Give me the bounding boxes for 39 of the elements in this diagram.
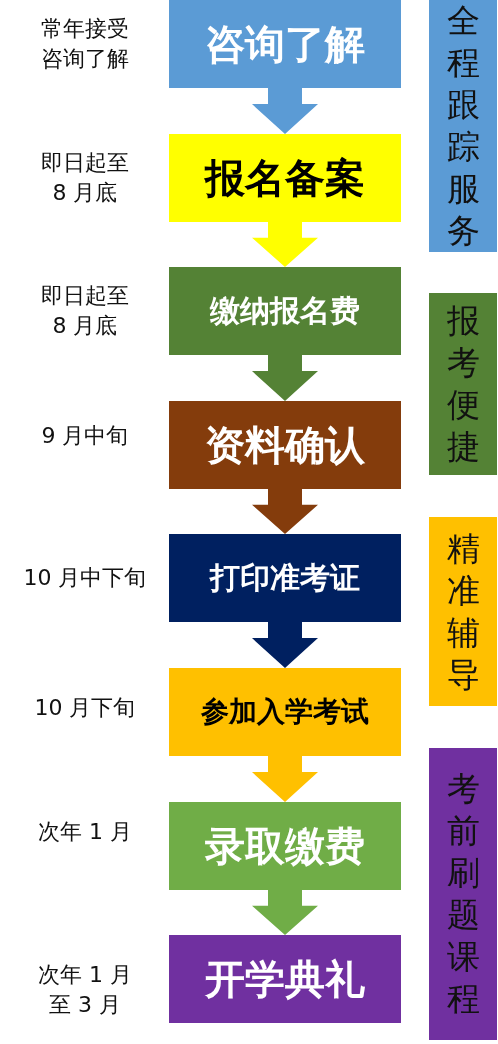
step-box [169,401,401,489]
down-arrow [252,622,318,668]
step-label: 开学典礼 [205,954,365,1004]
step-box [169,0,401,88]
step-label: 打印准考证 [210,558,360,597]
vertical-label: 报考便捷 [445,300,481,468]
vertical-label: 全程跟踪服务 [445,0,481,252]
down-arrow [252,355,318,401]
down-arrow [252,222,318,267]
date-text: 常年接受咨询了解 [40,15,130,73]
date-text: 次年 1 月 [37,818,133,846]
date-text: 即日起至8 月底 [40,149,130,207]
side-band [429,517,497,706]
date-text: 9 月中旬 [40,422,130,450]
step-box [169,802,401,890]
down-arrow [252,88,318,134]
side-band [429,293,497,475]
step-label: 录取缴费 [205,821,365,871]
date-text: 即日起至8 月底 [40,282,130,340]
date-text: 10 月中下旬 [22,564,148,592]
down-arrow [252,489,318,534]
step-box [169,134,401,222]
step-box [169,267,401,355]
step-label: 参加入学考试 [201,694,369,730]
step-label: 缴纳报名费 [210,291,360,330]
date-text: 次年 1 月至 3 月 [37,961,133,1019]
down-arrow [252,890,318,935]
step-box [169,668,401,756]
step-label: 报名备案 [205,153,365,203]
vertical-label: 考前刷题课程 [445,768,481,1020]
step-box [169,534,401,622]
step-label: 咨询了解 [205,19,365,69]
side-band [429,748,497,1040]
step-box [169,935,401,1023]
down-arrow [252,756,318,802]
side-band [429,0,497,252]
vertical-label: 精准辅导 [445,527,481,696]
date-text: 10 月下旬 [33,694,137,722]
step-label: 资料确认 [205,420,365,470]
